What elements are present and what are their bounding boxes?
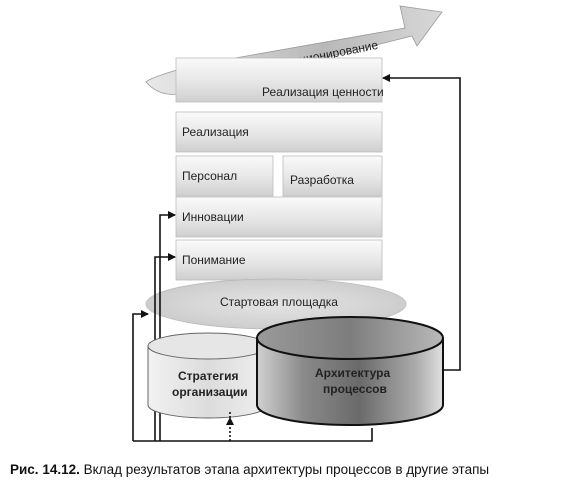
personnel-label: Персонал — [182, 169, 237, 183]
level-value-realization: Реализация ценности — [175, 57, 384, 103]
launchpad-label: Стартовая площадка — [220, 295, 338, 309]
cylinder-strategy: Стратегия организации — [147, 332, 269, 419]
realization-label: Реализация — [182, 125, 249, 139]
level-development: Разработка — [282, 155, 383, 197]
understanding-label: Понимание — [182, 253, 246, 267]
figure-caption-text: Вклад результатов этапа архитектуры проц… — [83, 462, 490, 477]
level-understanding: Понимание — [175, 239, 383, 281]
strategy-label-line2: организации — [172, 385, 248, 399]
level-realization: Реализация — [175, 111, 383, 153]
connectors-bottom — [133, 410, 373, 442]
level-personnel: Персонал — [175, 155, 274, 197]
architecture-label-line1: Архитектура — [315, 366, 390, 380]
development-label: Разработка — [290, 173, 354, 187]
strategy-label-line1: Стратегия — [178, 369, 238, 383]
architecture-label-line2: процессов — [323, 382, 387, 396]
value-realization-label: Реализация ценности — [262, 85, 384, 99]
figure-caption: Рис. 14.12. Вклад результатов этапа архи… — [10, 462, 566, 477]
level-innovation: Инновации — [175, 196, 383, 238]
figure-number: Рис. 14.12. — [10, 462, 80, 477]
cylinder-architecture: Архитектура процессов — [256, 316, 444, 426]
connector-right — [382, 74, 461, 371]
innovation-label: Инновации — [182, 210, 244, 224]
